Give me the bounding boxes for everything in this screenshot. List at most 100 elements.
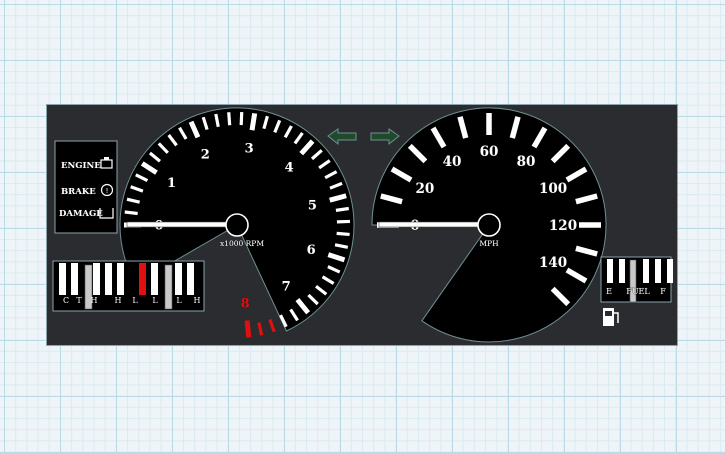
- speedo-label-60: 60: [480, 144, 499, 160]
- fuel-label-fuel: FUEL: [626, 287, 650, 296]
- speedometer-unit-label: MPH: [479, 239, 499, 248]
- tach-minor-tick: [327, 265, 341, 274]
- speedo-label-40: 40: [443, 154, 462, 170]
- speedo-tick: [457, 116, 469, 139]
- tach-minor-tick: [178, 126, 188, 140]
- tach-minor-tick: [315, 285, 328, 296]
- tach-minor-tick: [227, 112, 232, 126]
- tach-label-3: 3: [245, 142, 254, 157]
- temp-label-H: H: [115, 296, 122, 305]
- tach-minor-tick: [268, 318, 276, 333]
- tach-minor-tick: [130, 185, 144, 193]
- tach-major-tick: [329, 193, 347, 203]
- speedo-label-120: 120: [549, 218, 577, 234]
- temp-label-L: L: [176, 296, 182, 305]
- tach-minor-tick: [336, 231, 350, 237]
- temp-label-L: L: [132, 296, 138, 305]
- brake-warning-icon: !: [100, 183, 114, 197]
- fuel-bar: [667, 259, 673, 283]
- fuel-bars: [607, 259, 673, 283]
- tach-major-tick: [244, 320, 252, 338]
- speedo-tick: [550, 286, 571, 307]
- tach-label-6: 6: [307, 243, 316, 258]
- speedometer-needle: [378, 221, 490, 228]
- speedo-tick: [509, 116, 521, 139]
- temp-bar: [139, 263, 146, 295]
- temp-bar: [105, 263, 112, 295]
- speedo-tick: [531, 126, 548, 149]
- temperature-needle: [84, 264, 93, 310]
- tach-minor-tick: [273, 119, 282, 134]
- fuel-needle: [629, 259, 637, 303]
- speedometer-labels: 020406080100120140: [410, 144, 577, 272]
- tach-minor-tick: [148, 151, 161, 163]
- tach-minor-tick: [283, 125, 293, 139]
- fuel-gauge: E FUEL F: [600, 256, 673, 326]
- temp-bar: [93, 263, 100, 295]
- temperature-bars: [59, 263, 194, 295]
- temp-bar: [187, 263, 194, 295]
- tach-minor-tick: [289, 308, 299, 322]
- speedometer: 020406080100120140 MPH: [371, 107, 607, 343]
- tach-label-7: 7: [282, 279, 291, 294]
- tach-minor-tick: [124, 210, 138, 216]
- speedometer-ticks: [377, 113, 601, 307]
- tach-minor-tick: [126, 197, 141, 204]
- tach-minor-tick: [214, 113, 220, 128]
- damage-warning-icon: [99, 208, 114, 219]
- temp-bar: [71, 263, 78, 295]
- tach-major-tick: [327, 252, 346, 263]
- tach-minor-tick: [335, 206, 350, 212]
- instrument-cluster: ENGINE BRAKE ! DAMAGE 012345678 x1000 RP…: [46, 104, 678, 346]
- fuel-label-empty: E: [606, 287, 612, 296]
- speedo-label-80: 80: [517, 154, 536, 170]
- tach-major-tick: [188, 120, 201, 139]
- speedo-label-140: 140: [539, 255, 567, 271]
- tachometer: 012345678 x1000 RPM: [119, 107, 355, 338]
- temp-label-C: C: [63, 296, 69, 305]
- fuel-pump-icon: [603, 308, 619, 326]
- tach-minor-tick: [257, 322, 264, 336]
- speedo-tick: [575, 193, 598, 205]
- speedo-tick: [550, 143, 571, 164]
- temp-label-H: H: [194, 296, 201, 305]
- temperature-needle-secondary: [164, 264, 173, 310]
- tach-major-tick: [140, 161, 158, 175]
- tach-minor-tick: [329, 181, 343, 190]
- tach-label-8: 8: [241, 296, 250, 311]
- tach-minor-tick: [201, 116, 209, 131]
- fuel-bar: [655, 259, 661, 283]
- tach-label-4: 4: [285, 161, 294, 176]
- speedo-tick: [390, 166, 413, 183]
- speedometer-hub: [477, 213, 501, 237]
- tach-minor-tick: [279, 314, 288, 328]
- tach-major-tick: [299, 139, 315, 156]
- left-turn-signal-icon: [327, 128, 357, 146]
- brake-warning-label: BRAKE: [61, 187, 96, 197]
- speedo-tick: [565, 267, 588, 284]
- tach-minor-tick: [334, 243, 349, 249]
- tach-minor-tick: [293, 131, 304, 145]
- speedo-tick: [380, 193, 403, 205]
- tach-minor-tick: [318, 159, 331, 170]
- engine-warning-label: ENGINE: [61, 161, 101, 171]
- tach-minor-tick: [324, 170, 338, 180]
- tach-minor-tick: [321, 275, 335, 285]
- tach-label-2: 2: [201, 147, 210, 162]
- speedo-tick: [407, 143, 428, 164]
- speedo-label-100: 100: [539, 181, 567, 197]
- tach-minor-tick: [307, 293, 319, 306]
- tachometer-needle: [126, 221, 240, 228]
- temp-label-H: H: [91, 296, 98, 305]
- temp-bar: [175, 263, 182, 295]
- tach-minor-tick: [157, 142, 169, 154]
- right-turn-signal-icon: [370, 128, 400, 146]
- tach-label-5: 5: [308, 198, 317, 213]
- speedo-tick: [565, 166, 588, 183]
- tach-label-1: 1: [167, 176, 176, 191]
- tachometer-hub: [225, 213, 249, 237]
- fuel-label-full: F: [660, 287, 666, 296]
- fuel-bar: [619, 259, 625, 283]
- tach-major-tick: [249, 113, 258, 131]
